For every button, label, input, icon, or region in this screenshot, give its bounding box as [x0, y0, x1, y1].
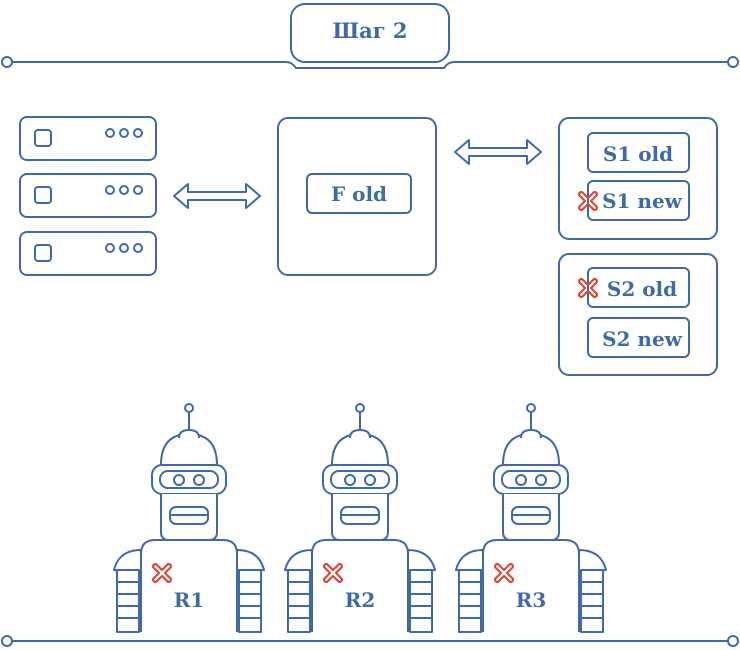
server-unit [19, 231, 157, 276]
s1-new-box [587, 180, 690, 221]
f-old-label: F old [331, 182, 387, 206]
robot-r3-label: R3 [516, 588, 547, 612]
s2-new-label: S2 new [602, 327, 683, 351]
robot-r2-label: R2 [345, 588, 376, 612]
server-unit [19, 116, 157, 161]
s2-old-box [587, 267, 690, 308]
s2-new-box [587, 317, 690, 358]
page-title: Шаг 2 [332, 18, 407, 43]
cross-icon [322, 562, 344, 584]
dots-icon [105, 185, 143, 195]
s1-new-label: S1 new [602, 189, 683, 213]
title-badge [290, 3, 450, 63]
cross-icon [151, 562, 173, 584]
s1-container [558, 117, 718, 240]
s2-old-label: S2 old [607, 277, 677, 301]
dots-icon [105, 243, 143, 253]
cross-icon [577, 190, 599, 212]
top-rule [1, 56, 739, 69]
s1-old-box [587, 132, 690, 173]
f-old-box [306, 173, 412, 214]
robot-r1-label: R1 [174, 588, 205, 612]
cross-icon [577, 277, 599, 299]
f-container [277, 117, 437, 276]
cross-icon [493, 562, 515, 584]
server-unit [19, 173, 157, 218]
double-arrow-icon [173, 183, 261, 209]
s1-old-label: S1 old [603, 142, 673, 166]
dots-icon [105, 128, 143, 138]
s2-container [558, 253, 718, 376]
bottom-rule [1, 635, 739, 647]
double-arrow-icon [454, 139, 542, 165]
server-stack [19, 116, 157, 276]
